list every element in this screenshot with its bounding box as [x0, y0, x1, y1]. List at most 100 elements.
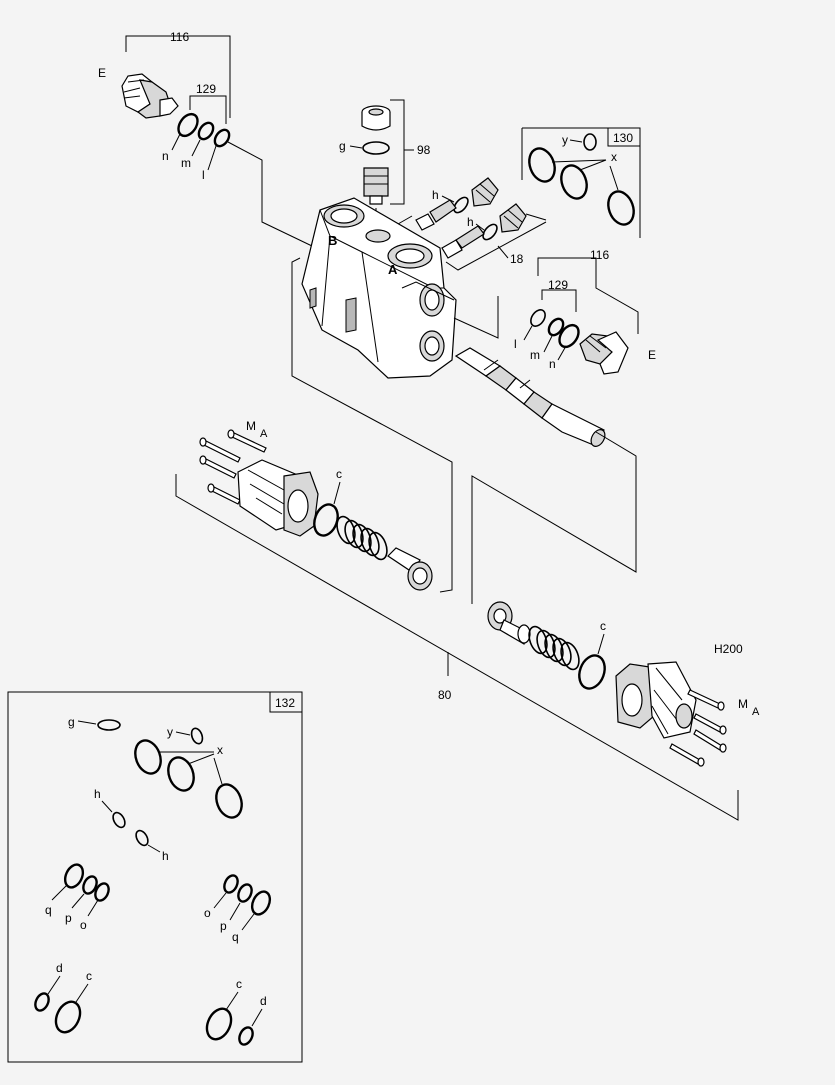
spring-right — [528, 625, 580, 671]
label-l-top: l — [202, 168, 205, 182]
kit-ring-x2 — [167, 756, 195, 792]
ring-x2-top — [560, 164, 588, 200]
poppet-lower — [441, 239, 463, 259]
valve-body — [301, 197, 457, 379]
label-130: 130 — [613, 131, 633, 145]
leader-spool-right — [471, 431, 637, 604]
label-80: 80 — [438, 688, 452, 702]
plug-h-upper — [471, 177, 499, 207]
o-ring-l-right — [530, 309, 546, 327]
label-n-right: n — [549, 357, 556, 371]
cartridge-plug-right — [579, 331, 629, 375]
leader-right-cartridge — [453, 296, 499, 339]
kit-ring-c1 — [54, 1000, 82, 1034]
drawing-id: H200 — [714, 642, 743, 656]
o-ring-h-lower — [482, 223, 498, 241]
label-18: 18 — [510, 252, 524, 266]
kit-ring-o2 — [223, 874, 239, 894]
kit-label-h1: h — [94, 787, 101, 801]
kit-ring-p1 — [82, 875, 98, 895]
kit-label-d1: d — [56, 961, 63, 975]
label-c-left: c — [336, 467, 342, 481]
kit-label-q1: q — [45, 903, 52, 917]
spring-cap-left — [237, 459, 319, 537]
leader-body-left — [291, 257, 453, 593]
backup-ring-m-top — [197, 121, 215, 141]
spring-left — [336, 515, 388, 561]
cap-screws-left — [199, 429, 267, 505]
backup-ring-m-right — [547, 317, 565, 337]
callout-116-top: 116 — [125, 30, 231, 118]
label-98: 98 — [417, 143, 431, 157]
kit-label-g: g — [68, 715, 75, 729]
label-116-top: 116 — [170, 30, 189, 44]
ring-y-top — [583, 133, 597, 151]
kit-label-c2: c — [236, 977, 242, 991]
kit-ring-x3 — [215, 783, 243, 819]
label-l-right: l — [514, 337, 517, 351]
check-valve-98 — [363, 167, 389, 205]
kit-130-box: 130 y x — [521, 127, 641, 238]
kit-label-o2: o — [204, 906, 211, 920]
label-y-top: y — [562, 133, 568, 147]
plug-98 — [361, 105, 391, 131]
label-h-1: h — [432, 188, 439, 202]
kit-label-p2: p — [220, 919, 227, 933]
o-ring-c-right — [578, 654, 606, 690]
kit-label-y: y — [167, 725, 173, 739]
o-ring-n-right — [558, 323, 580, 349]
callout-98: 98 — [390, 99, 431, 205]
kit-ring-p2 — [237, 883, 253, 903]
o-ring-g-top — [362, 141, 390, 155]
callout-116-right: 116 — [537, 248, 639, 334]
kit-ring-q1 — [63, 863, 85, 889]
spring-seat-left — [387, 547, 433, 591]
callout-80: 80 — [175, 474, 739, 821]
label-e-right: E — [648, 348, 656, 362]
kit-ring-h1 — [112, 811, 126, 829]
label-n-top: n — [162, 149, 169, 163]
main-spool — [454, 347, 606, 447]
label-c-right: c — [600, 619, 606, 633]
cartridge-plug-top — [121, 73, 179, 119]
o-ring-l-top — [213, 128, 231, 148]
kit-ring-c2 — [205, 1007, 233, 1041]
label-e-top: E — [98, 66, 106, 80]
label-m-top: m — [181, 156, 191, 170]
kit-ring-x1 — [134, 739, 162, 775]
kit-ring-g — [97, 719, 121, 731]
label-x-top: x — [611, 150, 617, 164]
plug-h-lower — [499, 203, 527, 233]
kit-label-o1: o — [80, 918, 87, 932]
label-m-rightcap: M — [738, 697, 748, 711]
kit-ring-q2 — [250, 890, 272, 916]
o-ring-c-left — [313, 503, 339, 537]
callout-18: 18 — [397, 213, 547, 271]
label-116-right: 116 — [590, 248, 609, 262]
o-ring-n-top — [177, 112, 199, 138]
kit-label-c1: c — [86, 969, 92, 983]
poppet-upper — [415, 213, 435, 231]
kit-label-h2: h — [162, 849, 169, 863]
spring-upper — [429, 199, 457, 223]
label-132: 132 — [275, 696, 295, 710]
label-g-top: g — [339, 139, 346, 153]
callout-129-top: 129 — [189, 82, 227, 124]
label-m-left: M — [246, 419, 256, 433]
label-h-2: h — [467, 215, 474, 229]
kit-ring-d2 — [238, 1026, 254, 1046]
kit-label-p1: p — [65, 911, 72, 925]
kit-ring-y — [190, 727, 204, 745]
port-a-label: A — [388, 262, 398, 277]
spring-seat-right — [487, 601, 531, 645]
label-a-rightcap: A — [752, 706, 760, 718]
ring-x3-top — [607, 190, 635, 226]
label-a-left: A — [260, 428, 268, 440]
o-ring-h-upper — [453, 196, 469, 214]
spring-lower — [455, 225, 485, 249]
label-m-right: m — [530, 348, 540, 362]
label-129-right: 129 — [548, 278, 568, 292]
kit-label-x: x — [217, 743, 223, 757]
